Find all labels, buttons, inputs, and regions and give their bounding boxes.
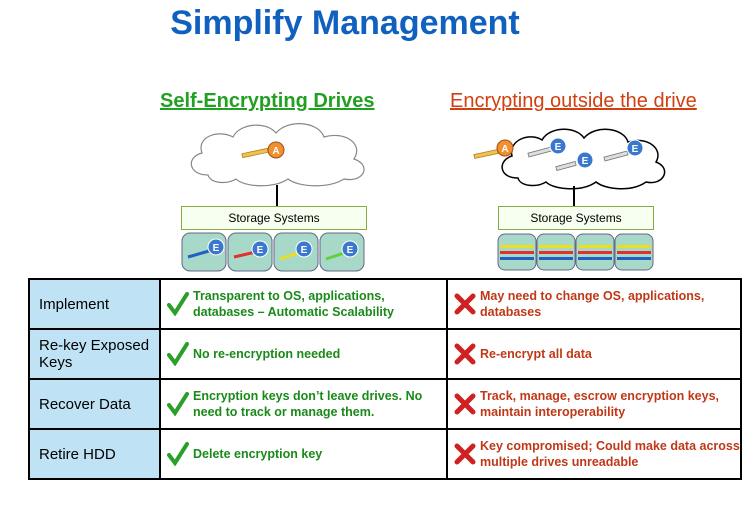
left-drives: E E E E — [181, 232, 365, 272]
right-drives — [497, 233, 654, 271]
drive-1-key-letter: E — [213, 243, 220, 254]
key-e2-letter: E — [582, 156, 589, 167]
check-icon — [167, 342, 189, 366]
auth-key-letter: A — [272, 146, 279, 157]
drive-b — [536, 233, 576, 271]
drive-2-key-letter: E — [257, 245, 264, 256]
encryption-key-icon: E — [555, 151, 594, 172]
drive-d — [614, 233, 654, 271]
x-icon — [454, 443, 476, 465]
comparison-table: Implement Transparent to OS, application… — [28, 278, 742, 480]
row-label: Recover Data — [28, 378, 161, 430]
drive-1: E — [181, 232, 227, 272]
left-storage-box: Storage Systems — [181, 206, 367, 230]
table-row: Retire HDD Delete encryption key Key com… — [28, 428, 742, 480]
right-connector-line — [573, 186, 575, 207]
outside-drawback: Re-encrypt all data — [480, 347, 592, 361]
drive-3-key-letter: E — [301, 245, 308, 256]
check-icon — [167, 392, 189, 416]
sed-benefit: Delete encryption key — [193, 447, 323, 461]
row-label: Re-key Exposed Keys — [28, 328, 161, 380]
sed-benefit: No re-encryption needed — [193, 347, 341, 361]
key-e3-letter: E — [632, 144, 639, 155]
encryption-key-icon: E — [603, 139, 644, 162]
x-icon — [454, 343, 476, 365]
sed-benefit: Encryption keys don’t leave drives. No n… — [193, 389, 423, 419]
auth-key-icon: A — [473, 139, 514, 159]
left-connector-line — [276, 185, 278, 207]
drive-c — [575, 233, 615, 271]
right-keys: A E E E — [473, 137, 644, 172]
encryption-key-icon: E — [527, 137, 567, 158]
check-icon — [167, 292, 189, 316]
table-row: Recover Data Encryption keys don’t leave… — [28, 378, 742, 430]
drive-4: E — [319, 232, 365, 272]
x-icon — [454, 293, 476, 315]
outside-drawback: Track, manage, escrow encryption keys, m… — [480, 389, 720, 419]
right-auth-key-letter: A — [501, 144, 508, 155]
row-label: Implement — [28, 278, 161, 330]
drive-3: E — [273, 232, 319, 272]
right-storage-box: Storage Systems — [498, 206, 654, 230]
drive-4-key-letter: E — [347, 245, 354, 256]
x-icon — [454, 393, 476, 415]
outside-drawback: Key compromised; Could make data across … — [480, 439, 740, 469]
self-encrypting-heading: Self-Encrypting Drives — [160, 90, 375, 112]
page-title: Simplify Management — [170, 4, 520, 42]
table-row: Re-key Exposed Keys No re-encryption nee… — [28, 328, 742, 380]
outside-encrypting-heading: Encrypting outside the drive — [450, 90, 697, 112]
outside-drawback: May need to change OS, applications, dat… — [480, 289, 705, 319]
drive-2: E — [227, 232, 273, 272]
row-label: Retire HDD — [28, 428, 161, 480]
table-row: Implement Transparent to OS, application… — [28, 278, 742, 330]
auth-key-icon: A — [241, 141, 285, 159]
sed-benefit: Transparent to OS, applications, databas… — [193, 289, 395, 319]
drive-a — [497, 233, 537, 271]
key-e1-letter: E — [555, 142, 562, 153]
check-icon — [167, 442, 189, 466]
